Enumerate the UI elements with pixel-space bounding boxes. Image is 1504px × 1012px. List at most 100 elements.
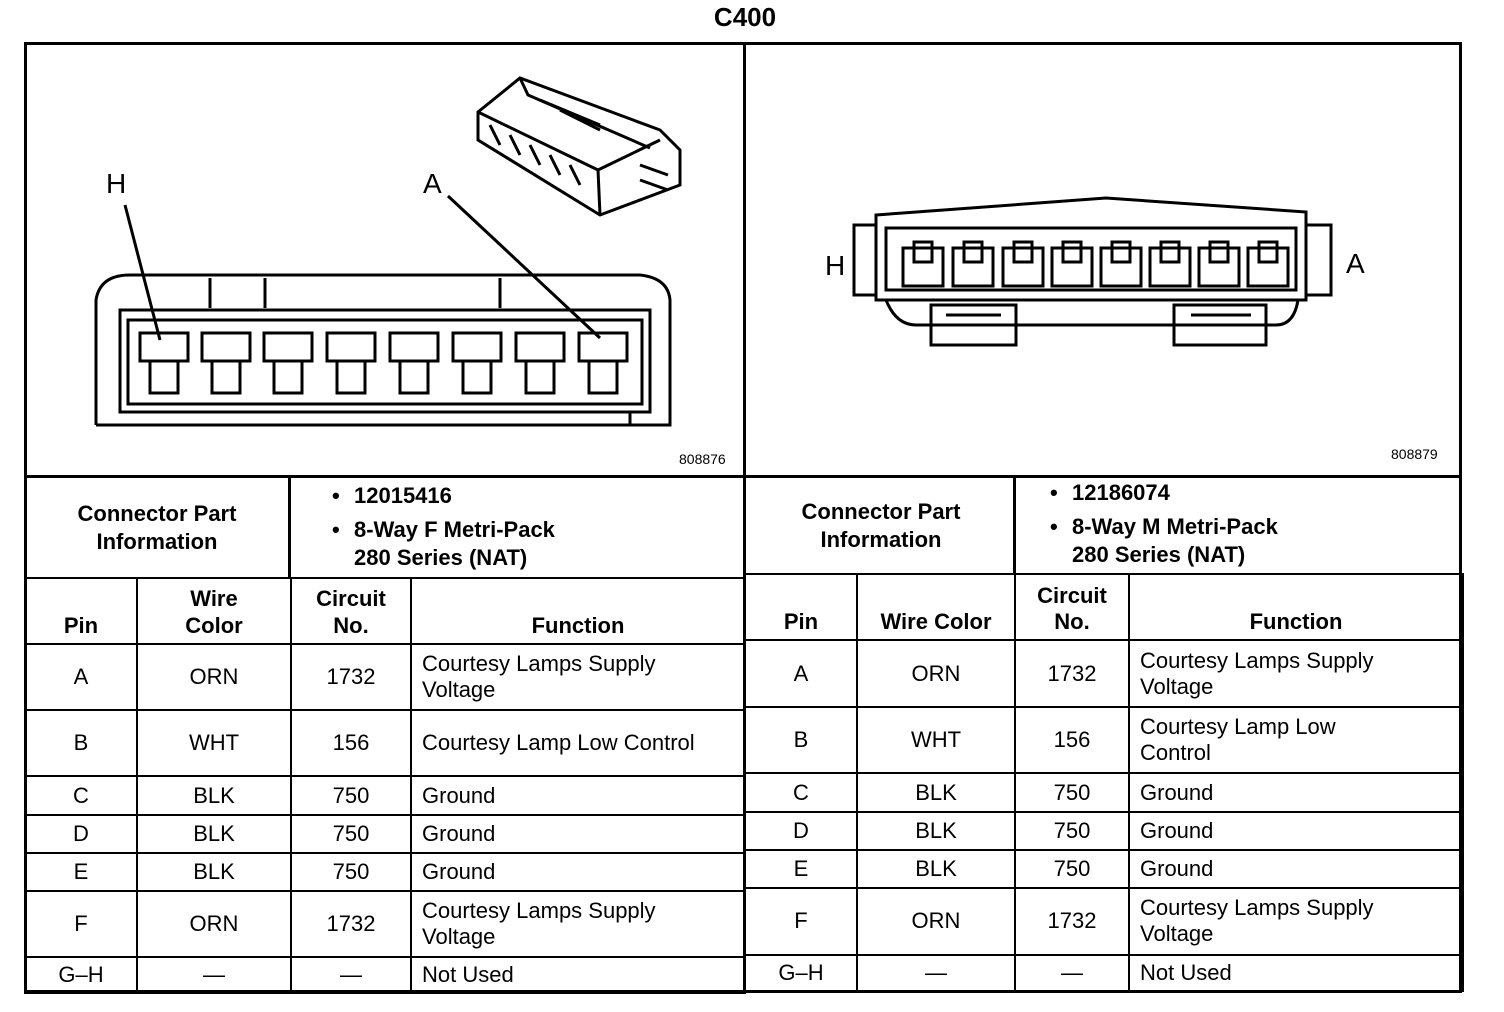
left-part-info-list: •12015416 • 8-Way F Metri-Pack 280 Serie… — [332, 482, 555, 572]
left-pin-label-a: A — [423, 168, 442, 199]
circuit-cell: 1732 — [1014, 639, 1130, 708]
cavity-a — [577, 331, 629, 395]
connector-3d-view — [476, 76, 682, 217]
wire-color-cell: ORN — [856, 639, 1016, 708]
pin-cell: E — [744, 848, 858, 890]
cavity-e — [1050, 240, 1094, 288]
wire-color-cell: BLK — [856, 848, 1016, 890]
wire-color-cell: BLK — [856, 810, 1016, 851]
circuit-cell: 156 — [1014, 705, 1130, 775]
right-pin-label-a: A — [1346, 248, 1365, 279]
wire-color-cell: BLK — [856, 772, 1016, 813]
male-connector-drawing — [852, 196, 1333, 347]
connector-title: C400 — [713, 2, 777, 32]
cavity-b — [1197, 240, 1241, 288]
wire-color-cell: BLK — [136, 775, 292, 816]
table-row: E BLK 750 Ground — [744, 848, 1464, 890]
cavity-a — [1246, 240, 1290, 288]
left-description-line1: 8-Way F Metri-Pack — [354, 517, 555, 543]
left-pin-label-h: H — [106, 168, 127, 199]
header-wire-color: Wire Color — [856, 572, 1016, 642]
header-pin: Pin — [24, 576, 138, 646]
pin-cell: F — [24, 889, 138, 958]
cavity-g — [951, 240, 995, 288]
right-pin-label-h: H — [825, 250, 846, 281]
function-cell: Ground — [1128, 848, 1464, 890]
table-row: B WHT 156 Courtesy Lamp Low Control — [24, 709, 746, 778]
circuit-cell: 750 — [1014, 848, 1130, 890]
cavity-f — [1001, 240, 1045, 288]
wire-color-cell: BLK — [136, 813, 292, 854]
circuit-cell: 750 — [290, 813, 412, 854]
pin-cell: E — [24, 851, 138, 892]
pin-cell: A — [744, 639, 858, 708]
cavity-c — [451, 331, 503, 395]
function-cell: Ground — [410, 775, 746, 816]
cavity-g — [200, 331, 252, 395]
pin-cell: B — [24, 709, 138, 778]
function-cell: Ground — [410, 851, 746, 892]
circuit-cell: — — [290, 955, 412, 995]
pin-cell: G–H — [24, 955, 138, 995]
cavity-b — [514, 331, 566, 395]
wire-color-cell: WHT — [856, 705, 1016, 775]
pin-cell: F — [744, 887, 858, 956]
right-part-number: 12186074 — [1072, 480, 1170, 505]
table-row: E BLK 750 Ground — [24, 851, 746, 892]
table-row: G–H — — Not Used — [24, 955, 746, 995]
pin-cell: C — [24, 775, 138, 816]
image-divider — [24, 475, 1462, 478]
wire-color-cell: WHT — [136, 709, 292, 778]
right-description-line2: 280 Series (NAT) — [1072, 542, 1246, 568]
table-row: D BLK 750 Ground — [744, 810, 1464, 851]
pin-cell: G–H — [744, 953, 858, 993]
wire-color-cell: ORN — [136, 889, 292, 958]
cavity-c — [1148, 240, 1192, 288]
header-function: Function — [410, 576, 746, 646]
header-pin: Pin — [744, 572, 858, 642]
wire-color-cell: ORN — [136, 643, 292, 712]
circuit-cell: 750 — [1014, 772, 1130, 813]
function-cell: Ground — [1128, 810, 1464, 851]
wire-color-cell: — — [136, 955, 292, 995]
cavity-h — [138, 331, 190, 395]
male-cavities — [901, 240, 1290, 288]
function-cell: Courtesy Lamp Low Control — [410, 709, 746, 778]
circuit-cell: 750 — [290, 775, 412, 816]
left-diagram-id: 808876 — [679, 451, 726, 467]
circuit-cell: 750 — [1014, 810, 1130, 851]
wire-color-cell: — — [856, 953, 1016, 993]
cavity-e — [325, 331, 377, 395]
female-connector-drawing — [94, 76, 682, 427]
circuit-cell: 1732 — [290, 889, 412, 958]
table-row: C BLK 750 Ground — [744, 772, 1464, 813]
table-row: D BLK 750 Ground — [24, 813, 746, 854]
right-diagram-id: 808879 — [1391, 446, 1438, 462]
circuit-cell: 156 — [290, 709, 412, 778]
female-cavities — [138, 331, 629, 395]
function-cell: Not Used — [410, 955, 746, 995]
wire-color-cell: ORN — [856, 887, 1016, 956]
pin-cell: C — [744, 772, 858, 813]
left-part-number: 12015416 — [354, 483, 452, 508]
cavity-d — [1099, 240, 1143, 288]
wire-color-cell: BLK — [136, 851, 292, 892]
right-info-divider — [1013, 478, 1016, 575]
header-function: Function — [1128, 572, 1464, 642]
circuit-cell: 1732 — [1014, 887, 1130, 956]
